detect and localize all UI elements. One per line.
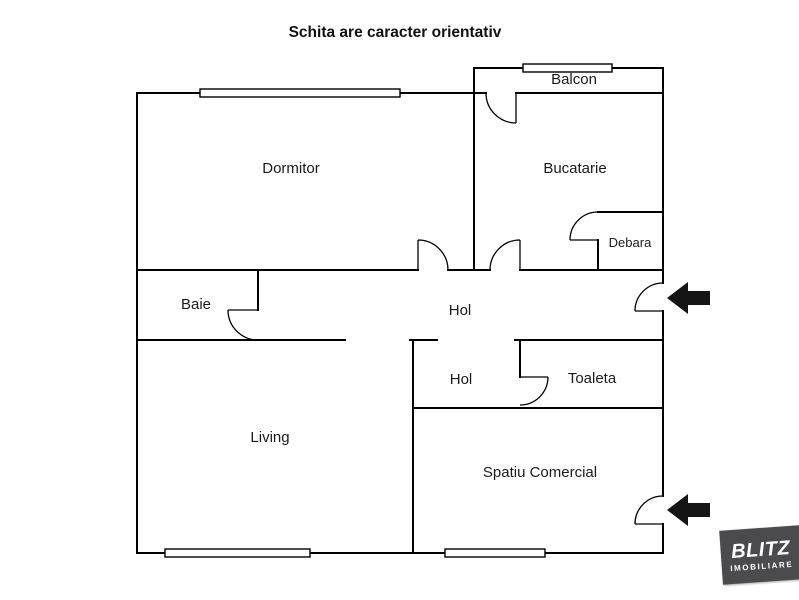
room-label-living: Living <box>250 429 289 446</box>
watermark-brand-text: BLITZ <box>730 536 791 563</box>
window-icon <box>522 63 613 73</box>
room-label-hol-2: Hol <box>450 371 473 388</box>
window-icon <box>199 88 401 98</box>
entrance-arrow-icon <box>667 282 710 314</box>
window-icon <box>444 548 546 558</box>
room-label-baie: Baie <box>181 296 211 313</box>
watermark-logo: BLITZ IMOBILIARE <box>719 525 799 585</box>
window-icon <box>164 548 311 558</box>
entrance-arrows <box>667 282 710 526</box>
room-label-spatiu-comercial: Spatiu Comercial <box>483 464 597 481</box>
room-label-toaleta: Toaleta <box>568 370 617 387</box>
page-title: Schita are caracter orientativ <box>289 24 502 41</box>
room-label-hol: Hol <box>449 302 472 319</box>
entrance-arrow-icon <box>667 494 710 526</box>
room-label-balcon: Balcon <box>551 71 597 88</box>
room-label-bucatarie: Bucatarie <box>543 160 606 177</box>
room-label-dormitor: Dormitor <box>262 160 320 177</box>
window-symbols <box>164 63 613 558</box>
door-swings <box>227 92 664 525</box>
room-label-debara: Debara <box>609 235 652 250</box>
